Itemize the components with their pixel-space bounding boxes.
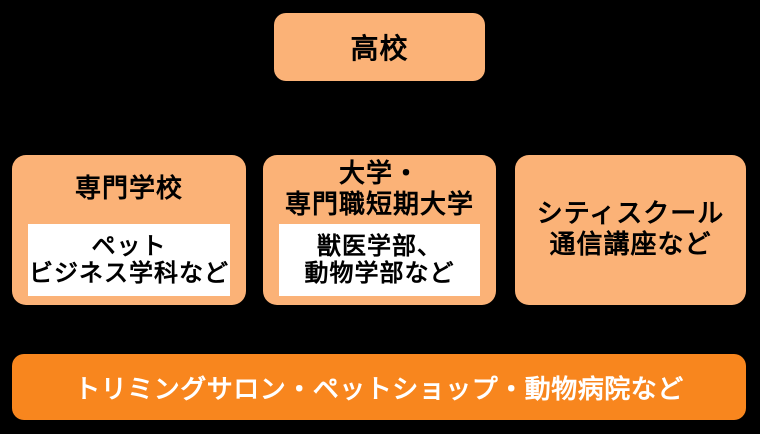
university-department-panel: 獣医学部、 動物学部など <box>279 224 480 296</box>
node-city-school-title-line-1: シティスクール <box>536 199 725 229</box>
university-department-line-2: 動物学部など <box>304 259 455 287</box>
node-highschool-label: 高校 <box>350 32 409 65</box>
node-city-school: シティスクール 通信講座など <box>515 155 746 305</box>
vocational-department-line-1: ペット <box>91 232 167 260</box>
node-university-title-line-1: 大学・ <box>338 158 420 189</box>
vocational-department-line-2: ビジネス学科など <box>29 259 229 287</box>
node-vocational-school-title-line: 専門学校 <box>74 174 183 204</box>
vocational-department-panel: ペット ビジネス学科など <box>28 224 230 296</box>
node-city-school-title-line-2: 通信講座など <box>549 230 712 260</box>
node-highschool: 高校 <box>274 13 485 81</box>
node-university-title: 大学・ 専門職短期大学 <box>263 155 496 224</box>
node-vocational-school-title: 専門学校 <box>12 155 246 224</box>
node-university-title-line-2: 専門職短期大学 <box>284 189 474 220</box>
node-vocational-school: 専門学校 ペット ビジネス学科など <box>12 155 246 305</box>
node-workplaces-label: トリミングサロン・ペットショップ・動物病院など <box>74 374 684 405</box>
university-department-line-1: 獣医学部、 <box>317 232 442 260</box>
node-workplaces: トリミングサロン・ペットショップ・動物病院など <box>12 354 746 420</box>
node-university: 大学・ 専門職短期大学 獣医学部、 動物学部など <box>263 155 496 305</box>
node-city-school-title: シティスクール 通信講座など <box>515 155 746 305</box>
